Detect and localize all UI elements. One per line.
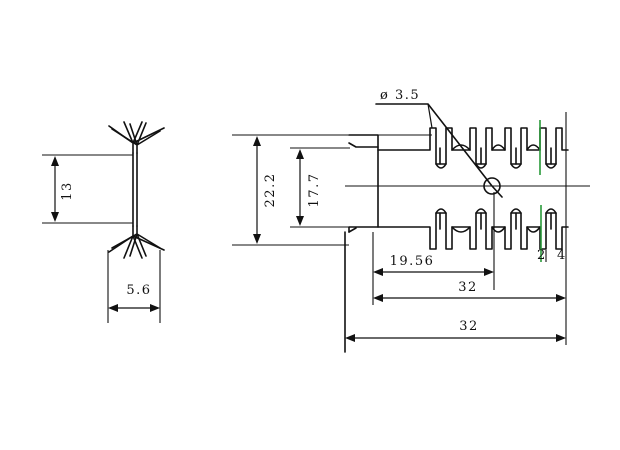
highlighted-fin: [539, 120, 542, 262]
label-hole-offset: 19.56: [390, 254, 435, 269]
label-inner-length: 32: [458, 280, 478, 295]
dimension-length-19-56: 19.56: [373, 254, 494, 276]
mounting-hole: ø 3.5: [375, 88, 503, 198]
dimension-length-32-inner: 32: [373, 280, 566, 302]
dimension-height-22-2: 22.2: [253, 136, 278, 244]
side-view-body: [232, 112, 590, 353]
label-left-height: 13: [60, 181, 75, 201]
label-fin-pitch-b: 4: [557, 248, 567, 263]
label-hole-diameter: ø 3.5: [380, 88, 420, 103]
label-inner-height: 17.7: [307, 173, 322, 208]
dimension-width-5-6: 5.6: [108, 283, 160, 312]
fin-pitch-labels: 2 4: [537, 248, 567, 263]
label-overall-length: 32: [459, 319, 479, 334]
dimension-height-17-7: 17.7: [296, 149, 322, 226]
dimension-height-13: 13: [51, 156, 75, 222]
label-fin-pitch-a: 2: [537, 248, 547, 263]
label-outer-height: 22.2: [263, 173, 278, 208]
dimension-length-32-overall: 32: [345, 319, 566, 342]
end-profile-view: [42, 121, 165, 323]
label-left-width: 5.6: [126, 283, 151, 298]
